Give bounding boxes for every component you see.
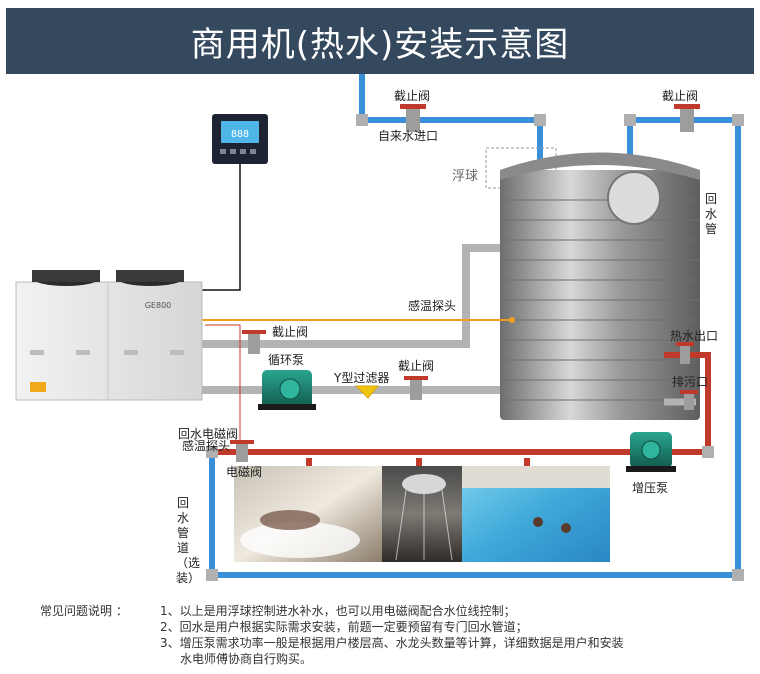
label-valve-mid: 截止阀 [272,325,309,339]
label-valve-low: 截止阀 [398,359,435,373]
label-hot-water-outlet: 热水出口 [670,329,719,343]
label-drain-outlet: 排污口 [672,375,709,389]
shower-photo [382,466,462,562]
label-solenoid-valve: 电磁阀 [226,465,263,479]
controller-panel: 888 [212,114,268,164]
label-float-ball: 浮球 [452,169,479,184]
label-return-pipeline-optional: 回水管道（选装） [176,496,201,585]
heat-pump-unit: GE800 [15,270,203,401]
water-tank [500,152,700,420]
label-y-filter: Y型过滤器 [334,371,390,385]
faucet-taps [306,458,530,466]
notes-heading: 常见问题说明 ： [40,604,128,618]
red-elbows [206,446,714,458]
title-banner: 商用机(热水)安装示意图 [6,8,754,74]
valve-top-left-icon [400,104,426,132]
note-item-3-cont: 水电师傅协商自行购买。 [180,652,313,666]
booster-pump-icon [626,432,676,472]
probe-pipe [200,244,512,394]
water-inlet-pipe [209,74,741,578]
note-item-1: 1、以上是用浮球控制进水补水，也可以用电磁阀配合水位线控制； [160,604,516,618]
label-temp-probe: 感温探头 [408,299,457,313]
circulation-pump-icon [258,370,316,410]
note-item-2: 2、回水是用户根据实际需求安装，前题一定要预留有专门回水管道； [160,620,528,634]
valve-top-right-icon [674,104,700,132]
label-water-inlet: 自来水进口 [378,129,439,143]
label-valve-top-left: 截止阀 [394,89,431,103]
bathtub-photo [234,466,382,562]
valve-low-icon [404,376,428,400]
label-circulation-pump: 循环泵 [268,353,305,367]
label-valve-top-right: 截止阀 [662,89,699,103]
y-filter-icon [354,385,380,399]
valve-mid-icon [242,330,266,354]
label-booster-pump: 增压泵 [632,481,669,495]
notes-section: 常见问题说明 ： 1、以上是用浮球控制进水补水，也可以用电磁阀配合水位线控制； … [40,603,624,667]
solenoid-valve-icon [230,440,254,462]
pool-photo [462,466,610,562]
page-title: 商用机(热水)安装示意图 [190,24,570,65]
label-return-solenoid-valve: 回水电磁阀 [178,427,239,441]
pipe-elbows [206,114,744,581]
heat-pump-brand: GE800 [145,301,172,310]
note-item-3: 3、增压泵需求功率一般是根据用户楼层高、水龙头数量等计算，详细数据是用户和安装 [160,636,624,650]
controller-cable [190,164,241,291]
label-return-temp-probe: 感温探头 [182,439,231,453]
solenoid-wire [205,324,241,452]
svg-text:888: 888 [231,129,249,140]
label-return-pipe: 回水管 [704,192,717,236]
float-ball-icon [607,171,661,225]
